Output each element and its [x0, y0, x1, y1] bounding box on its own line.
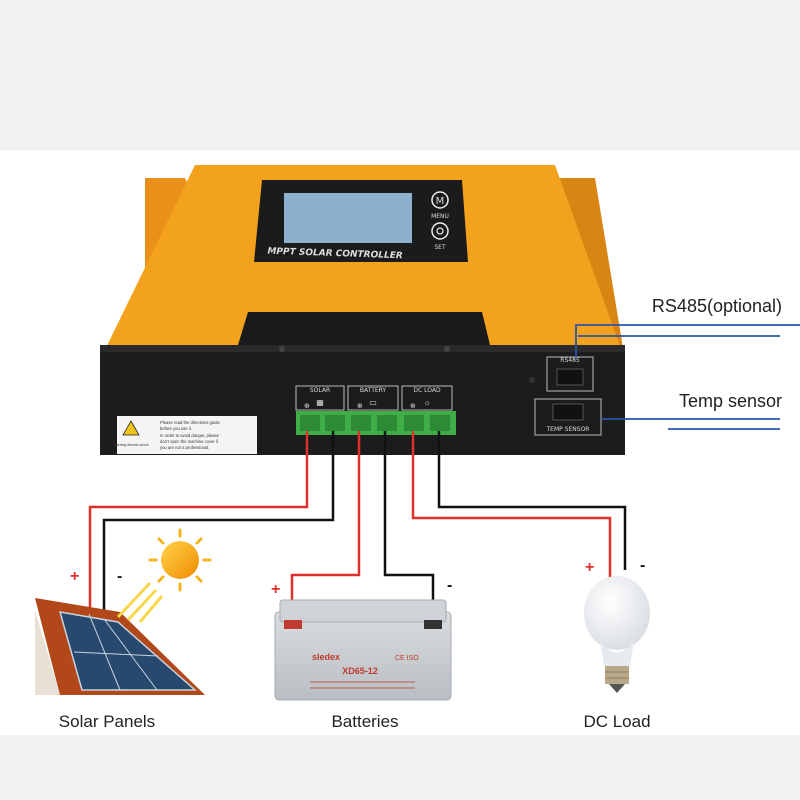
terminal-frame-solar: [295, 385, 345, 411]
battery-cert: CE ISO: [395, 655, 419, 662]
brand-text: MPPT SOLAR CONTROLLER: [267, 247, 403, 262]
warning-triangle-icon: [122, 420, 140, 436]
bulb-neck: [600, 640, 634, 666]
sun-icon: [161, 541, 199, 579]
bulb-icon: ☼: [423, 398, 430, 407]
terminal-battery-plus[interactable]: [351, 415, 371, 431]
battery-model: XD65-12: [342, 666, 378, 676]
battery-brand: sledex: [312, 652, 340, 662]
menu-label: MENU: [431, 213, 449, 220]
terminal-label-load: DC LOAD: [413, 387, 441, 394]
set-label: SET: [434, 244, 446, 251]
terminal-solar-minus[interactable]: [325, 415, 345, 431]
rs485-port[interactable]: [546, 356, 594, 392]
wire-battery-plus: [290, 431, 361, 625]
case-top-face: [100, 165, 625, 360]
panel-grid: [103, 618, 158, 691]
callout-temp-sensor: Temp sensor: [601, 391, 782, 430]
screw-right: [444, 346, 450, 352]
wire-solar-plus: [88, 431, 309, 610]
wire-battery-minus: [383, 431, 435, 618]
terminal-load-minus[interactable]: [430, 415, 450, 431]
panel-grid: [73, 651, 159, 657]
solar-charge-controller: M MENU SET MPPT SOLAR CONTROLLER SOLAR B…: [100, 165, 625, 455]
load-minus-sign: -: [640, 557, 645, 574]
terminal-load-plus[interactable]: [404, 415, 424, 431]
warning-badge: Warning electric shock: [113, 443, 148, 447]
wiring: [88, 431, 627, 625]
menu-button[interactable]: [431, 191, 449, 209]
warning-line-4: don't open the machine cover if: [160, 439, 219, 444]
solar-panel-icon: ▦: [316, 398, 324, 407]
battery-icon: ▭: [369, 398, 377, 407]
warning-line-1: Please read the directions guide: [160, 420, 220, 425]
polarity-marks: ⊕: [410, 403, 416, 410]
temp-sensor-port[interactable]: [534, 398, 602, 436]
warning-sticker: Warning electric shock Please read the d…: [113, 416, 257, 454]
battery-label: Batteries: [331, 712, 398, 731]
battery-terminal-plus: [284, 620, 302, 629]
terminal-frame-load: [401, 385, 453, 411]
case-front-top-edge: [100, 345, 625, 352]
wire-load-minus: [437, 431, 627, 570]
panel-grid: [88, 613, 121, 691]
battery-lid: [279, 599, 447, 623]
temp-port-label: TEMP SENSOR: [546, 426, 590, 433]
load-label: DC Load: [583, 712, 650, 731]
house-wall: [35, 610, 60, 695]
top-background-band: [0, 0, 800, 150]
polarity-marks: ⊕: [357, 403, 363, 410]
solar-label: Solar Panels: [59, 712, 155, 731]
wire-solar-minus: [102, 431, 335, 610]
rs485-port-label: RS485: [560, 357, 580, 364]
wire-load-plus: [411, 431, 612, 578]
dc-load-bulb: + - DC Load: [583, 557, 650, 731]
terminal-solar-plus[interactable]: [300, 415, 320, 431]
top-slot: [238, 312, 490, 345]
solar-plus-sign: +: [70, 568, 79, 585]
set-button[interactable]: [431, 222, 449, 240]
menu-glyph: M: [436, 196, 445, 207]
battery: sledex CE ISO XD65-12 + - Batteries: [271, 577, 452, 731]
load-plus-sign: +: [585, 559, 594, 576]
terminal-label-solar: SOLAR: [310, 387, 330, 394]
lcd-screen-glare: [284, 193, 412, 243]
warning-line-5: you are not a professional.: [160, 445, 209, 450]
terminal-frame-battery: [347, 385, 399, 411]
temp-sensor-socket: [552, 403, 584, 421]
rs485-callout-text: RS485(optional): [652, 296, 782, 316]
rs485-port-socket: [556, 368, 584, 386]
warning-line-2: before you use it.: [160, 426, 192, 431]
set-button-icon: [436, 227, 444, 235]
terminal-battery-minus[interactable]: [377, 415, 397, 431]
solar-minus-sign: -: [117, 568, 122, 585]
sun-beams: [116, 581, 164, 623]
battery-terminal-minus: [424, 620, 442, 629]
solar-panels: + - Solar Panels: [35, 528, 212, 731]
temp-callout-text: Temp sensor: [679, 391, 782, 411]
warning-line-3: In order to avoid danger, please: [160, 433, 220, 438]
side-screw: [529, 377, 535, 383]
bulb-base: [605, 666, 629, 684]
battery-minus-sign: -: [447, 577, 452, 594]
bulb-glass: [584, 576, 650, 650]
callout-rs485: RS485(optional): [575, 296, 800, 358]
bulb-tip: [609, 684, 625, 693]
battery-plus-sign: +: [271, 581, 280, 598]
terminal-block: [296, 411, 456, 435]
bottom-background-band: [0, 735, 800, 800]
sun-rays: [148, 528, 212, 592]
polarity-marks: ⊕: [304, 403, 310, 410]
terminal-label-battery: BATTERY: [360, 387, 387, 394]
screw-left: [279, 346, 285, 352]
